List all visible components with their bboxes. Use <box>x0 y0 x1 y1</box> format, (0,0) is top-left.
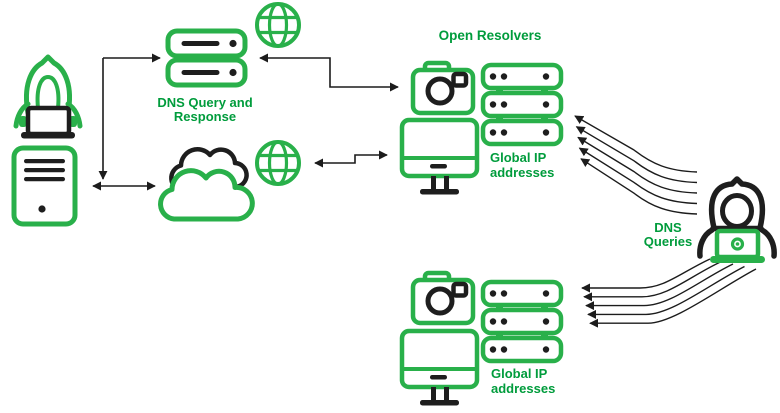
laptop-logo <box>730 237 745 251</box>
tower-server-icon <box>11 145 78 227</box>
laptop-base <box>21 132 75 139</box>
monitor-icon <box>399 328 480 406</box>
label-line: DNS <box>654 220 682 235</box>
arrow-dnsserver-camera <box>259 53 399 92</box>
label-line: addresses <box>490 165 555 180</box>
camera-lens <box>425 286 455 316</box>
camera-lens <box>425 76 455 106</box>
arm-right <box>759 227 777 259</box>
arrow-globe-monitor <box>314 150 388 168</box>
hacker-attacker-icon <box>13 54 83 139</box>
dns-query-arrows-top <box>574 115 698 215</box>
rack-leds <box>489 73 550 136</box>
server-rack-icon <box>480 62 564 147</box>
label-open-resolvers: Open Resolvers <box>423 29 557 43</box>
label-dns-query-response: DNS Query and Response <box>138 96 272 124</box>
camera-flash <box>451 281 469 298</box>
label-global-ip-bottom: Global IP addresses <box>491 366 561 396</box>
label-line: Queries <box>643 234 693 249</box>
laptop-base <box>710 256 765 263</box>
label-line: Open Resolvers <box>438 28 542 43</box>
camera-flash <box>451 71 469 88</box>
monitor-icon <box>399 117 480 195</box>
dns-query-arrows-bottom <box>581 258 757 328</box>
dns-server-stack-icon <box>165 28 248 88</box>
label-line: Global IP <box>490 150 547 165</box>
dns-exchange-arrows <box>92 53 399 191</box>
arm-left <box>697 227 715 259</box>
hand-left <box>19 116 27 127</box>
label-line: addresses <box>491 381 556 396</box>
rack-leds <box>489 290 550 353</box>
face <box>720 193 754 229</box>
label-dns-queries: DNS Queries <box>632 221 704 249</box>
server-rack-icon <box>480 279 564 364</box>
webcam-camera-icon <box>410 60 476 116</box>
hacker-botmaster-icon <box>697 176 777 263</box>
internet-globe-icon <box>255 140 301 186</box>
cloud-dns-icon <box>158 147 255 222</box>
laptop-screen <box>25 105 72 137</box>
webcam-camera-icon <box>410 270 476 326</box>
label-line: DNS Query and <box>157 95 253 110</box>
label-global-ip-top: Global IP addresses <box>490 150 560 180</box>
label-line: Global IP <box>491 366 548 381</box>
label-line: Response <box>173 109 237 124</box>
cloud-front <box>158 168 255 222</box>
internet-globe-icon <box>255 2 301 48</box>
